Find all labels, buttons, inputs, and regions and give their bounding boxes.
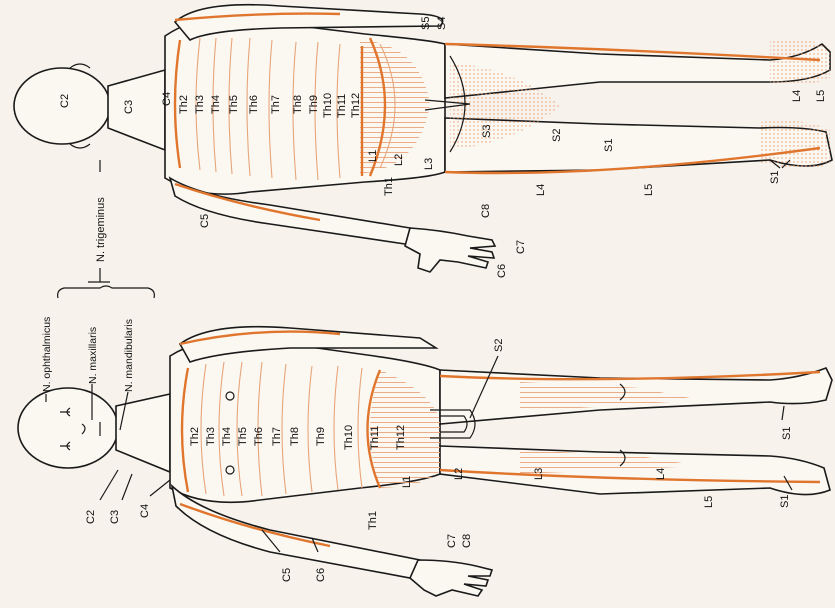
- front-label-l5: L5: [703, 496, 715, 508]
- back-neck: [108, 70, 165, 150]
- back-label-l4-foot: L4: [791, 90, 803, 102]
- back-label-c8: C8: [480, 204, 492, 218]
- front-c-leaders: [100, 470, 170, 500]
- back-label-c3: C3: [123, 100, 135, 114]
- back-label-s5: S5: [420, 17, 432, 30]
- front-label-th7: Th7: [271, 427, 283, 446]
- front-label-th1: Th1: [367, 511, 379, 530]
- label-n-trigeminus: N. trigeminus: [95, 197, 107, 262]
- back-label-c5: C5: [199, 214, 211, 228]
- front-label-th10: Th10: [343, 425, 355, 450]
- label-n-ophthalmicus: N. ophthalmicus: [41, 317, 53, 392]
- back-label-th10: Th10: [322, 93, 334, 118]
- back-label-c6: C6: [496, 264, 508, 278]
- front-label-c8: C8: [461, 534, 473, 548]
- front-label-th3: Th3: [205, 427, 217, 446]
- front-label-th11: Th11: [369, 426, 381, 450]
- front-hand: [410, 560, 492, 596]
- front-label-th4: Th4: [221, 427, 233, 446]
- front-head: [18, 388, 118, 468]
- back-label-th12: Th12: [350, 93, 362, 118]
- back-label-th4: Th4: [210, 95, 222, 114]
- back-label-c7: C7: [515, 240, 527, 254]
- label-n-maxillaris: N. maxillaris: [87, 327, 99, 384]
- back-label-th1: Th1: [383, 177, 395, 196]
- front-label-th6: Th6: [253, 427, 265, 446]
- back-foot-top-sole: [770, 39, 830, 85]
- front-label-l2: L2: [453, 468, 465, 480]
- back-label-th9: Th9: [308, 95, 320, 114]
- front-label-th12: Th12: [395, 425, 407, 450]
- back-label-s4: S4: [436, 17, 448, 30]
- back-label-th5: Th5: [228, 95, 240, 114]
- front-label-c5: C5: [281, 568, 293, 582]
- back-label-c4: C4: [161, 92, 173, 106]
- back-label-th8: Th8: [292, 95, 304, 114]
- back-label-s1-foot: S1: [769, 171, 781, 184]
- front-label-th5: Th5: [237, 427, 249, 446]
- back-view-figure: [14, 5, 832, 272]
- front-label-th2: Th2: [189, 427, 201, 446]
- front-label-s1-upper: S1: [781, 427, 793, 440]
- front-label-l1: L1: [401, 476, 413, 488]
- front-label-s2: S2: [493, 339, 505, 352]
- back-label-l4-side: L4: [535, 184, 547, 196]
- trigeminus-brace: [58, 286, 155, 298]
- back-label-l5-side: L5: [643, 184, 655, 196]
- back-label-th7: Th7: [270, 95, 282, 114]
- front-label-c3: C3: [109, 510, 121, 524]
- front-view-figure: [18, 327, 832, 596]
- back-label-s1-side: S1: [603, 139, 615, 152]
- front-label-c7: C7: [446, 534, 458, 548]
- back-label-l3: L3: [423, 158, 435, 170]
- front-label-c2: C2: [85, 510, 97, 524]
- front-label-th8: Th8: [289, 427, 301, 446]
- back-label-th3: Th3: [194, 95, 206, 114]
- front-label-c4: C4: [139, 504, 151, 518]
- back-label-l2: L2: [393, 154, 405, 166]
- back-hand: [405, 228, 495, 272]
- front-label-s1-lower: S1: [779, 495, 791, 508]
- front-label-l3: L3: [533, 468, 545, 480]
- back-label-l5-foot: L5: [815, 90, 827, 102]
- back-label-s2: S2: [551, 129, 563, 142]
- front-label-l4: L4: [655, 468, 667, 480]
- back-label-c2: C2: [59, 94, 71, 108]
- back-label-l1: L1: [367, 150, 379, 162]
- back-label-th6: Th6: [248, 95, 260, 114]
- back-label-th11: Th11: [336, 94, 348, 118]
- front-label-th9: Th9: [315, 427, 327, 446]
- back-label-th2: Th2: [178, 95, 190, 114]
- back-foot-bottom-sole: [760, 120, 830, 168]
- front-leg-lower: [440, 446, 830, 495]
- back-label-s3: S3: [481, 125, 493, 138]
- front-label-c6: C6: [315, 568, 327, 582]
- front-neck: [116, 394, 170, 472]
- label-n-mandibularis: N. mandibularis: [123, 319, 135, 392]
